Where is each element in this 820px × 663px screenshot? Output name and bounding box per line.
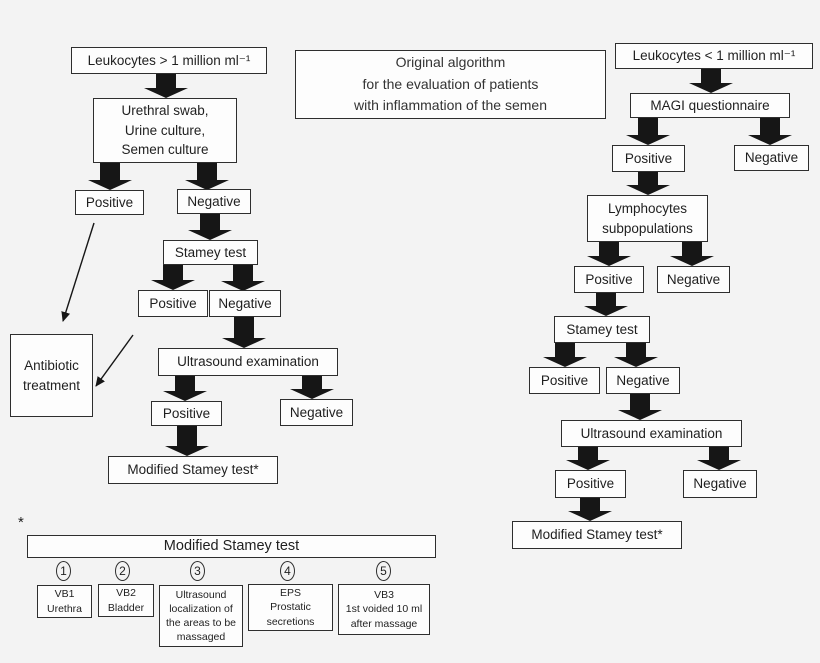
flow-arrow-down-icon (188, 213, 232, 240)
legend-step-box: VB2 Bladder (98, 584, 154, 617)
flow-arrow-down-icon (618, 394, 662, 420)
legend-step-number: 5 (376, 561, 391, 581)
flow-arrow-down-icon (163, 376, 207, 401)
legend-step-box: EPS Prostatic secretions (248, 584, 333, 631)
flow-arrow-down-icon (165, 425, 209, 456)
node-antibiotic-treatment: Antibiotic treatment (10, 334, 93, 417)
flow-arrow-down-icon (697, 447, 741, 470)
flow-arrow-down-icon (587, 242, 631, 266)
node-leukocytes-high: Leukocytes > 1 million ml⁻¹ (71, 47, 267, 74)
flow-arrow-down-icon (543, 343, 587, 367)
node-cultures: Urethral swab, Urine culture, Semen cult… (93, 98, 237, 163)
node-positive: Positive (151, 401, 222, 426)
node-stamey-test: Stamey test (554, 316, 650, 343)
node-ultrasound-examination: Ultrasound examination (561, 420, 742, 447)
node-positive: Positive (555, 470, 626, 498)
figure-title-box: Original algorithm for the evaluation of… (295, 50, 606, 119)
node-lymphocytes-subpopulations: Lymphocytes subpopulations (587, 195, 708, 242)
node-positive: Positive (612, 145, 685, 172)
footnote-asterisk: * (18, 514, 24, 531)
flow-arrow-down-icon (748, 118, 792, 145)
node-ultrasound-examination: Ultrasound examination (158, 348, 338, 376)
node-negative: Negative (606, 367, 680, 394)
node-negative: Negative (734, 145, 809, 171)
legend-title-box: Modified Stamey test (27, 535, 436, 558)
legend-step-number: 2 (115, 561, 130, 581)
legend-step-number: 4 (280, 561, 295, 581)
flow-arrow-down-icon (566, 447, 610, 470)
node-magi-questionnaire: MAGI questionnaire (630, 93, 790, 118)
node-stamey-test: Stamey test (163, 240, 258, 265)
flow-arrow-down-icon (626, 118, 670, 145)
flow-arrow-down-icon (151, 264, 195, 290)
legend-step-number: 1 (56, 561, 71, 581)
flow-arrow-down-icon (88, 163, 132, 190)
referral-arrow-icon (61, 222, 95, 322)
flow-arrow-down-icon (185, 163, 229, 190)
node-leukocytes-low: Leukocytes < 1 million ml⁻¹ (615, 43, 813, 69)
node-modified-stamey-test: Modified Stamey test* (512, 521, 682, 549)
flow-arrow-down-icon (568, 498, 612, 521)
flow-arrow-down-icon (670, 242, 714, 266)
flow-arrow-down-icon (626, 172, 670, 195)
legend-step-box: VB3 1st voided 10 ml after massage (338, 584, 430, 635)
legend-step-box: Ultrasound localization of the areas to … (159, 585, 243, 647)
node-positive: Positive (75, 190, 144, 215)
node-positive: Positive (529, 367, 600, 394)
node-positive: Positive (574, 266, 644, 293)
legend-step-number: 3 (190, 561, 205, 581)
node-positive: Positive (138, 290, 208, 317)
flow-arrow-down-icon (290, 376, 334, 399)
flow-arrow-down-icon (584, 293, 628, 316)
referral-arrow-icon (95, 334, 134, 387)
node-modified-stamey-test: Modified Stamey test* (108, 456, 278, 484)
node-negative: Negative (177, 189, 251, 214)
flow-arrow-down-icon (614, 343, 658, 367)
flow-arrow-down-icon (222, 317, 266, 348)
node-negative: Negative (683, 470, 757, 498)
node-negative: Negative (280, 399, 353, 426)
flow-arrow-down-icon (689, 69, 733, 93)
node-negative: Negative (657, 266, 730, 293)
legend-step-box: VB1 Urethra (37, 585, 92, 618)
node-negative: Negative (209, 290, 281, 317)
flow-arrow-down-icon (144, 74, 188, 98)
flow-arrow-down-icon (221, 264, 265, 291)
